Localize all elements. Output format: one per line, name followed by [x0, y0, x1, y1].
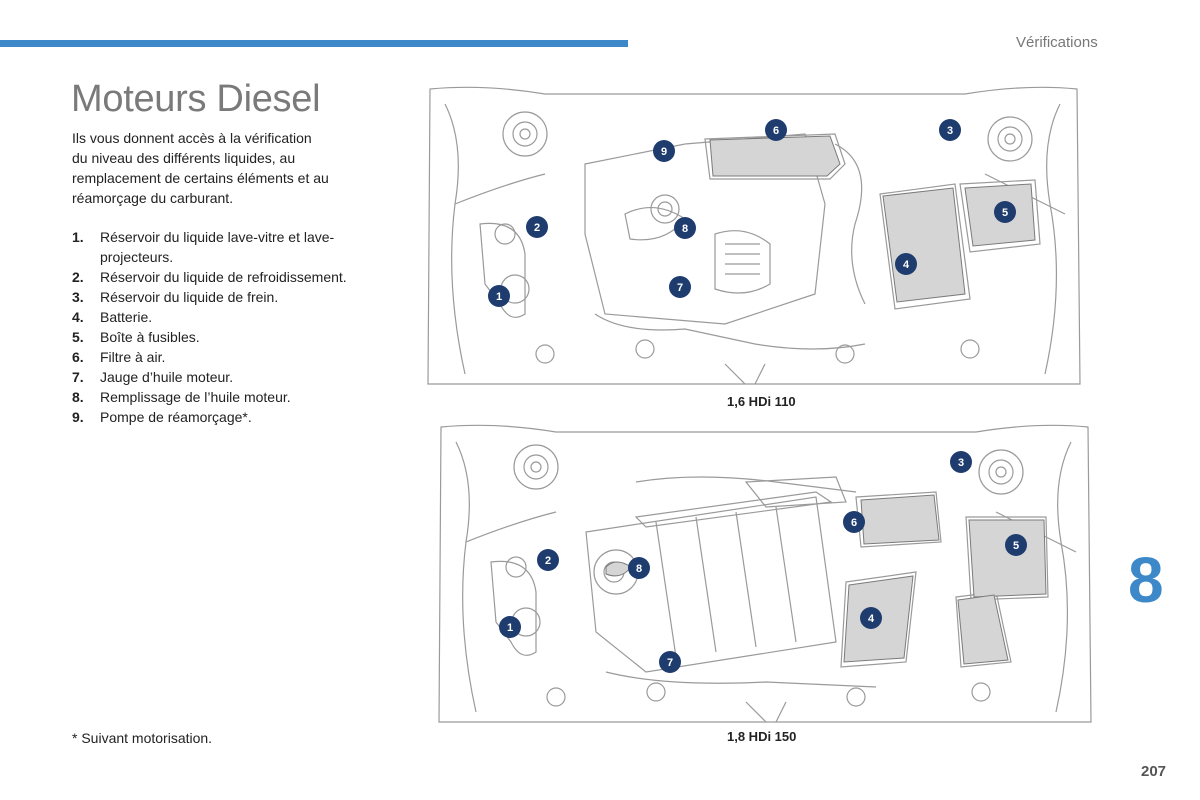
list-item: 8. Remplissage de l’huile moteur. — [72, 387, 382, 407]
callout-badge-8 — [628, 557, 650, 579]
list-item-text: Réservoir du liquide de refroidissement. — [100, 269, 347, 285]
callout-label-3: 3 — [947, 125, 953, 137]
callout-badge-3 — [950, 451, 972, 473]
engine-bay-illustration: 1 2 3 4 5 6 7 8 9 — [427, 86, 1081, 385]
list-item-text: Remplissage de l’huile moteur. — [100, 389, 291, 405]
list-item-number: 5. — [72, 329, 84, 345]
callout-badge-4 — [895, 253, 917, 275]
callout-badge-2 — [526, 216, 548, 238]
callout-badge-3 — [939, 119, 961, 141]
list-item-number: 7. — [72, 369, 84, 385]
callout-badge-5 — [994, 201, 1016, 223]
list-item: 4. Batterie. — [72, 307, 382, 327]
footnote: * Suivant motorisation. — [72, 730, 213, 746]
list-item-number: 6. — [72, 349, 84, 365]
list-item: 3. Réservoir du liquide de frein. — [72, 287, 382, 307]
callout-badge-4 — [860, 607, 882, 629]
engine-bay-illustration: 1 2 3 4 5 6 7 8 — [438, 424, 1092, 723]
callout-label-4: 4 — [903, 259, 910, 271]
callout-badges: 1 2 3 4 5 6 7 8 9 — [488, 119, 1016, 307]
engine-diagram-hdi150: 1 2 3 4 5 6 7 8 — [436, 422, 1094, 727]
callout-label-5: 5 — [1002, 207, 1008, 219]
callout-badge-1 — [499, 616, 521, 638]
chapter-number: 8 — [1128, 544, 1164, 616]
callout-label-7: 7 — [667, 657, 673, 669]
header-accent-bar — [0, 40, 628, 47]
list-item-text: Filtre à air. — [100, 349, 166, 365]
page-number: 207 — [1141, 763, 1167, 780]
list-item-text: Pompe de réamorçage*. — [100, 409, 252, 425]
list-item-number: 4. — [72, 309, 84, 325]
callout-label-4: 4 — [868, 613, 875, 625]
callout-label-8: 8 — [682, 223, 688, 235]
list-item-number: 2. — [72, 269, 84, 285]
callout-badge-8 — [674, 217, 696, 239]
list-item: 9. Pompe de réamorçage*. — [72, 407, 382, 427]
engine-diagram-hdi110: 1 2 3 4 5 6 7 8 9 — [425, 84, 1083, 389]
callout-badge-6 — [765, 119, 787, 141]
page-title: Moteurs Diesel — [71, 78, 321, 120]
callout-label-2: 2 — [545, 555, 551, 567]
callout-badge-5 — [1005, 534, 1027, 556]
diagram-caption-hdi110: 1,6 HDi 110 — [727, 394, 796, 409]
list-item-text: Réservoir du liquide de frein. — [100, 289, 279, 305]
list-item: 1. Réservoir du liquide lave-vitre et lav… — [72, 227, 382, 267]
callout-label-8: 8 — [636, 563, 642, 575]
callout-badge-7 — [669, 276, 691, 298]
callout-badge-6 — [843, 511, 865, 533]
list-item-text: Boîte à fusibles. — [100, 329, 200, 345]
callout-label-1: 1 — [496, 291, 502, 303]
section-title: Vérifications — [1016, 34, 1098, 51]
intro-rest: du niveau des différents liquides, au re… — [72, 150, 329, 206]
list-item-number: 3. — [72, 289, 84, 305]
callout-label-7: 7 — [677, 282, 683, 294]
callout-label-6: 6 — [773, 125, 779, 137]
component-list: 1. Réservoir du liquide lave-vitre et lav… — [72, 227, 382, 427]
list-item-number: 8. — [72, 389, 84, 405]
diagram-caption-hdi150: 1,8 HDi 150 — [727, 729, 797, 744]
callout-label-1: 1 — [507, 622, 513, 634]
list-item: 6. Filtre à air. — [72, 347, 382, 367]
callout-label-5: 5 — [1013, 540, 1019, 552]
callout-badge-9 — [653, 140, 675, 162]
list-item-text: Réservoir du liquide lave-vitre et lave-… — [100, 229, 335, 265]
callout-badge-7 — [659, 651, 681, 673]
list-item-text: Batterie. — [100, 309, 153, 325]
list-item: 5. Boîte à fusibles. — [72, 327, 382, 347]
callout-badge-2 — [537, 549, 559, 571]
intro-paragraph: Ils vous donnent accès à la vérification… — [72, 128, 372, 208]
callout-label-9: 9 — [661, 146, 667, 158]
list-item-number: 9. — [72, 409, 84, 425]
callout-label-6: 6 — [851, 517, 857, 529]
callout-badge-1 — [488, 285, 510, 307]
list-item: 2. Réservoir du liquide de refroidissemen… — [72, 267, 382, 287]
callout-label-3: 3 — [958, 457, 964, 469]
list-item: 7. Jauge d’huile moteur. — [72, 367, 382, 387]
list-item-text: Jauge d’huile moteur. — [100, 369, 234, 385]
list-item-number: 1. — [72, 229, 84, 245]
intro-lead: Ils vous donnent accès à la vérification — [72, 130, 312, 146]
callout-badges: 1 2 3 4 5 6 7 8 — [499, 451, 1027, 673]
callout-label-2: 2 — [534, 222, 540, 234]
